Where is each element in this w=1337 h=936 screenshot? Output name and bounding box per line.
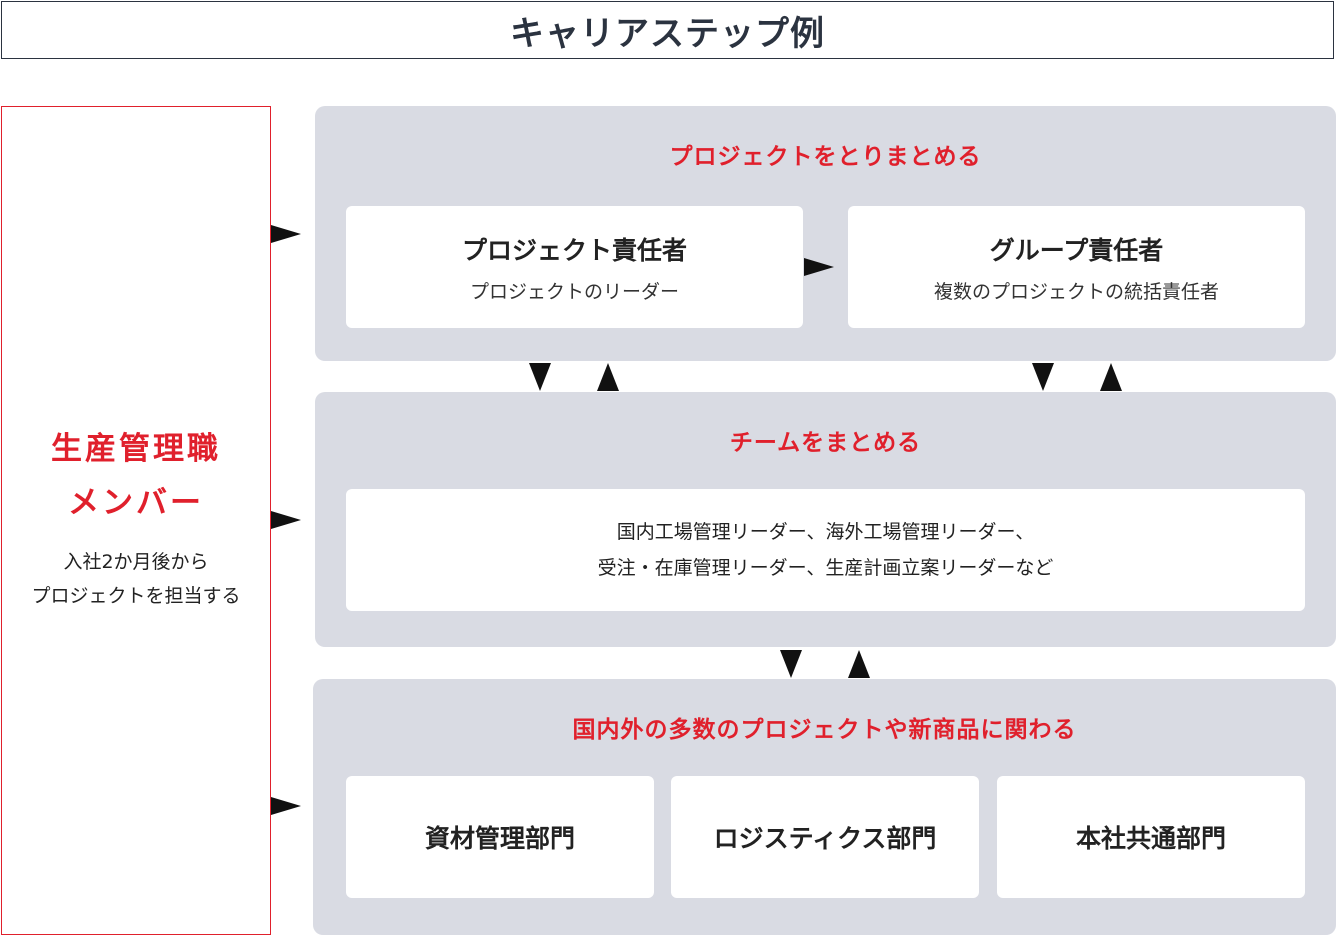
department-card: 資材管理部門 (346, 776, 654, 898)
card-title: ロジスティクス部門 (713, 824, 937, 853)
card-title: 本社共通部門 (1075, 824, 1226, 853)
member-title: 生産管理職 メンバー (51, 431, 221, 521)
card-title: 資材管理部門 (424, 824, 575, 853)
team-leaders-text: 国内工場管理リーダー、海外工場管理リーダー、 受注・在庫管理リーダー、生産計画立… (597, 521, 1054, 579)
project-panel-title: プロジェクトをとりまとめる (669, 144, 982, 170)
arrow-up-icon (1100, 363, 1122, 391)
arrow-right-icon (271, 225, 301, 243)
team-panel: チームをまとめる 国内工場管理リーダー、海外工場管理リーダー、 受注・在庫管理リ… (315, 392, 1336, 647)
project-panel: プロジェクトをとりまとめる プロジェクト責任者 プロジェクトのリーダー グループ… (315, 106, 1336, 361)
card-title: グループ責任者 (989, 235, 1164, 265)
arrow-down-icon (529, 363, 551, 391)
arrow-up-icon (597, 363, 619, 391)
card-subtitle: 複数のプロジェクトの統括責任者 (933, 280, 1219, 303)
project-leader-card: プロジェクト責任者 プロジェクトのリーダー (346, 206, 803, 328)
arrow-up-icon (848, 650, 870, 678)
arrow-right-icon (271, 511, 301, 529)
team-panel-title: チームをまとめる (729, 430, 922, 456)
department-card: ロジスティクス部門 (671, 776, 979, 898)
card-subtitle: プロジェクトのリーダー (469, 280, 679, 303)
arrow-down-icon (1032, 363, 1054, 391)
arrow-down-icon (780, 650, 802, 678)
member-description: 入社2か月後から プロジェクトを担当する (31, 551, 241, 607)
department-panel-title: 国内外の多数のプロジェクトや新商品に関わる (572, 717, 1077, 743)
page-title: キャリアステップ例 (1, 1, 1334, 59)
group-leader-card: グループ責任者 複数のプロジェクトの統括責任者 (848, 206, 1305, 328)
department-panel: 国内外の多数のプロジェクトや新商品に関わる 資材管理部門 ロジスティクス部門 本… (313, 679, 1336, 935)
card-title: プロジェクト責任者 (461, 235, 687, 265)
department-card: 本社共通部門 (997, 776, 1305, 898)
arrow-right-icon (271, 797, 301, 815)
member-box: 生産管理職 メンバー 入社2か月後から プロジェクトを担当する (1, 106, 271, 935)
team-leaders-card: 国内工場管理リーダー、海外工場管理リーダー、 受注・在庫管理リーダー、生産計画立… (346, 489, 1305, 611)
arrow-right-icon (804, 258, 834, 276)
